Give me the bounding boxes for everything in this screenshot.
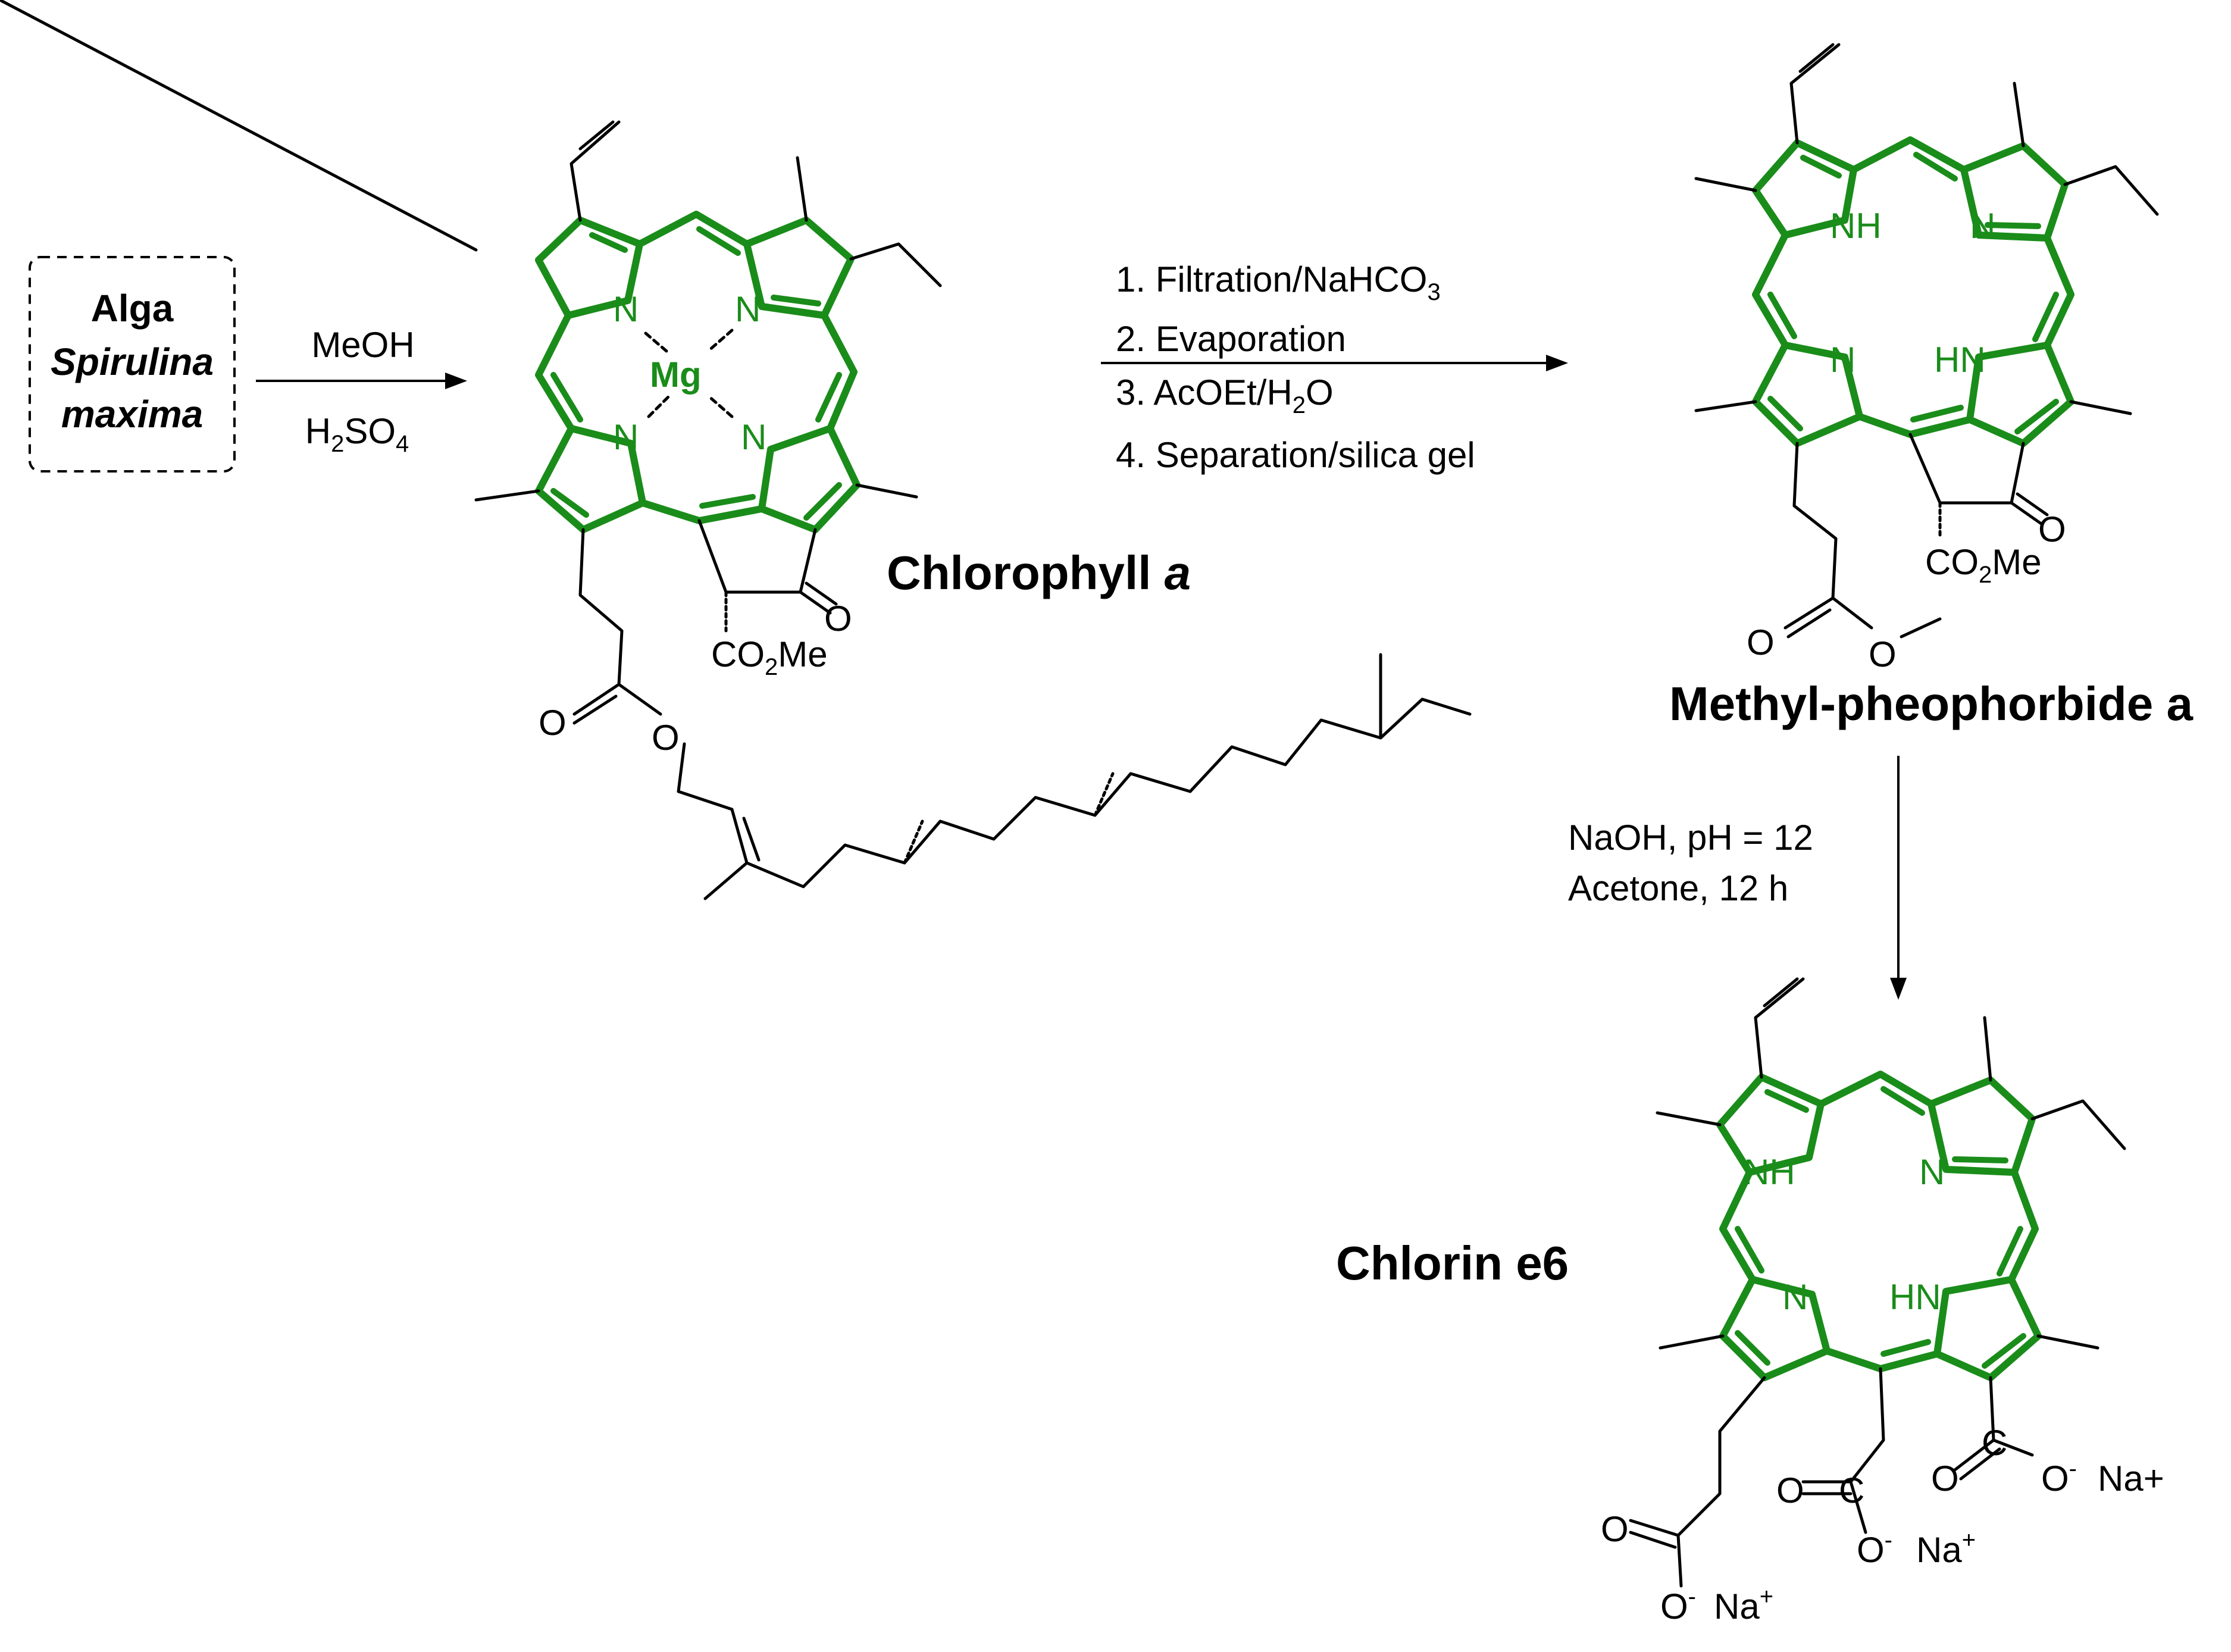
chlorin-o-1: O <box>1601 1509 1629 1549</box>
chlorophyll-a-structure <box>0 0 1472 900</box>
step2-separation: 4. Separation/silica gel <box>1116 435 1475 475</box>
pheo-n-2: N <box>1830 340 1855 380</box>
chlorin-nh: NH <box>1744 1152 1795 1192</box>
chlorin-e6-label: Chlorin e6 <box>1336 1237 1569 1290</box>
chlorin-c-2: C <box>1839 1470 1864 1510</box>
step2-evaporation: 2. Evaporation <box>1116 319 1346 359</box>
source-line-3: maxima <box>61 393 203 436</box>
chl-n-2: N <box>735 289 761 329</box>
pheo-ester-o-1: O <box>1747 622 1775 662</box>
chlorin-hn: HN <box>1889 1277 1941 1317</box>
chlorin-e6-structure <box>1629 977 2126 1588</box>
pheo-n-1: N <box>1970 206 1995 246</box>
source-line-2: Spirulina <box>51 340 214 383</box>
arrow-step-2 <box>1101 355 1568 371</box>
chlorophyll-a-label: Chlorophyll a <box>887 546 1191 599</box>
pheo-ketone-o: O <box>2038 509 2066 549</box>
chlorin-na-1: Na+ <box>1714 1584 1773 1626</box>
methyl-pheophorbide-a-structure <box>1694 43 2159 639</box>
pheo-ester-o-2: O <box>1869 634 1897 674</box>
chlorin-ominus-3: O- <box>2041 1456 2077 1498</box>
step2-extraction: 3. AcOEt/H2O <box>1116 373 1334 418</box>
chl-mg: Mg <box>650 355 702 395</box>
chl-ketone-o: O <box>824 599 852 639</box>
step2-filtration: 1. Filtration/NaHCO3 <box>1116 259 1441 305</box>
chlorin-o-2: O <box>1776 1470 1804 1510</box>
step3-solvent: Acetone, 12 h <box>1568 868 1788 908</box>
pheo-nh-1: NH <box>1830 206 1882 246</box>
pheo-hn-1: HN <box>1934 340 1986 380</box>
chlorin-c-3: C <box>1982 1423 2007 1463</box>
chlorin-na-2: Na+ <box>1916 1527 1976 1570</box>
chl-ester-o-2: O <box>652 718 680 758</box>
chlorin-ominus-2: O- <box>1857 1527 1892 1570</box>
source-box: Alga Spirulina maxima <box>29 256 236 473</box>
reagent-sulfuric-acid: H2SO4 <box>305 411 409 457</box>
chl-n-1: N <box>613 289 639 329</box>
chl-co2me: CO2Me <box>711 634 828 680</box>
arrow-step-3 <box>1890 756 1907 1000</box>
chlorin-o-3: O <box>1931 1459 1959 1498</box>
step3-base: NaOH, pH = 12 <box>1568 818 1813 858</box>
chlorin-n-2: N <box>1782 1277 1808 1317</box>
chl-n-4: N <box>741 417 766 457</box>
chlorin-n-1: N <box>1919 1152 1945 1192</box>
source-line-1: Alga <box>91 287 174 330</box>
arrow-step-1 <box>256 373 467 389</box>
chl-ester-o-1: O <box>539 703 567 743</box>
chlorin-ominus-1: O- <box>1660 1584 1696 1626</box>
chlorin-na-3: Na+ <box>2098 1459 2164 1498</box>
methyl-pheophorbide-a-label: Methyl-pheophorbide a <box>1669 677 2194 730</box>
chl-n-3: N <box>613 417 639 457</box>
pheo-co2me: CO2Me <box>1925 542 2042 588</box>
reagent-methanol: MeOH <box>311 325 414 365</box>
